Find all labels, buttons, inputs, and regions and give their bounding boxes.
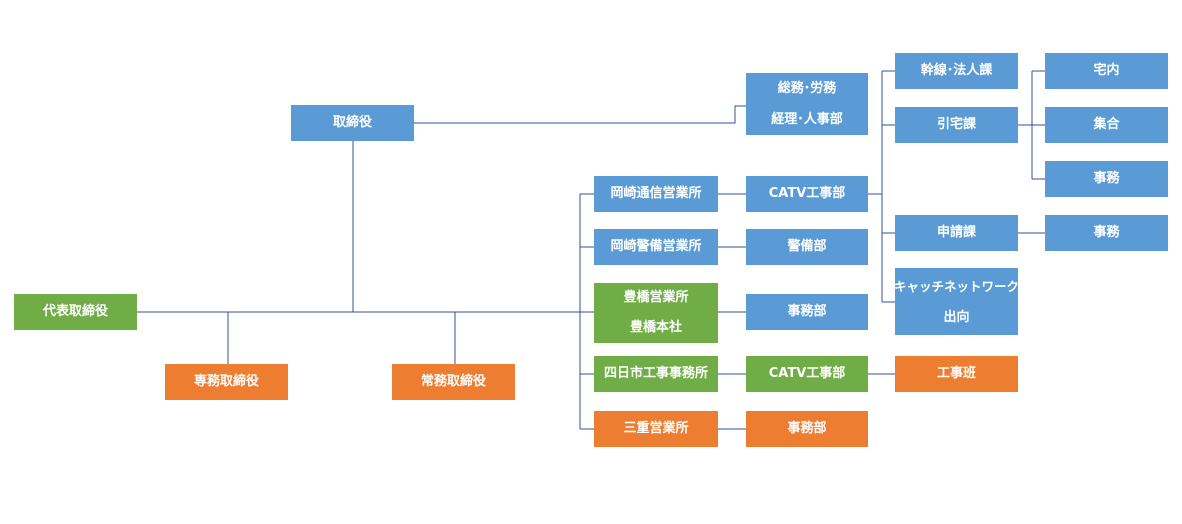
mie-office-box: 三重営業所 xyxy=(594,411,718,447)
okazaki-security-office-label: 岡崎警備営業所 xyxy=(610,239,702,254)
application-section-label: 申請課 xyxy=(936,225,976,240)
residential-label: 宅内 xyxy=(1093,63,1120,78)
construction-team-label: 工事班 xyxy=(936,366,976,381)
senior-managing-director-label: 専務取締役 xyxy=(193,374,259,389)
managing-director-label: 常務取締役 xyxy=(420,374,486,389)
drop-section-box: 引宅課 xyxy=(895,107,1018,143)
trunk-corporate-section-label: 幹線･法人課 xyxy=(920,63,993,78)
drop-section-label: 引宅課 xyxy=(936,117,976,132)
trunk-corporate-section-box: 幹線･法人課 xyxy=(895,53,1018,89)
toyohashi-office-label-1: 豊橋営業所 xyxy=(623,290,689,305)
catch-network-label-1: キャッチネットワーク xyxy=(894,278,1020,294)
okazaki-security-office-box: 岡崎警備営業所 xyxy=(594,229,718,265)
yokkaichi-office-box: 四日市工事事務所 xyxy=(594,356,718,392)
clerical-label-1: 事務 xyxy=(1093,171,1120,186)
office-dept-box-1: 事務部 xyxy=(746,294,868,330)
toyohashi-office-box: 豊橋営業所 豊橋本社 xyxy=(594,283,718,343)
clerical-box-2: 事務 xyxy=(1045,215,1168,251)
catch-network-secondment-box: キャッチネットワーク 出向 xyxy=(894,268,1020,335)
okazaki-comm-office-label: 岡崎通信営業所 xyxy=(610,186,702,201)
security-dept-box: 警備部 xyxy=(746,229,868,265)
catch-network-label-2: 出向 xyxy=(943,309,970,325)
clerical-label-2: 事務 xyxy=(1093,225,1120,240)
yokkaichi-office-label: 四日市工事事務所 xyxy=(603,366,708,381)
clerical-box-1: 事務 xyxy=(1045,161,1168,197)
catv-dept-label-2: CATV工事部 xyxy=(768,366,846,381)
catv-dept-label-1: CATV工事部 xyxy=(768,186,846,201)
office-dept-label-1: 事務部 xyxy=(787,304,827,319)
senior-managing-director-box: 専務取締役 xyxy=(165,364,288,400)
okazaki-comm-office-box: 岡崎通信営業所 xyxy=(594,176,718,212)
catv-dept-box-2: CATV工事部 xyxy=(746,356,868,392)
admin-dept-label-1: 総務･労務 xyxy=(777,81,837,96)
admin-dept-label-2: 経理･人事部 xyxy=(771,112,843,127)
security-dept-label: 警備部 xyxy=(787,239,827,254)
collective-box: 集合 xyxy=(1045,107,1168,143)
toyohashi-office-label-2: 豊橋本社 xyxy=(629,320,682,335)
application-section-box: 申請課 xyxy=(895,215,1018,251)
director-box: 取締役 xyxy=(291,105,414,141)
office-dept-box-2: 事務部 xyxy=(746,411,868,447)
admin-dept-box: 総務･労務 経理･人事部 xyxy=(746,73,868,135)
ceo-box: 代表取締役 xyxy=(14,294,137,330)
office-dept-label-2: 事務部 xyxy=(787,421,827,436)
collective-label: 集合 xyxy=(1093,117,1120,132)
ceo-label: 代表取締役 xyxy=(42,304,108,319)
director-label: 取締役 xyxy=(332,115,372,130)
construction-team-box: 工事班 xyxy=(895,356,1018,392)
mie-office-label: 三重営業所 xyxy=(623,421,689,436)
catv-dept-box-1: CATV工事部 xyxy=(746,176,868,212)
residential-box: 宅内 xyxy=(1045,53,1168,89)
managing-director-box: 常務取締役 xyxy=(392,364,515,400)
